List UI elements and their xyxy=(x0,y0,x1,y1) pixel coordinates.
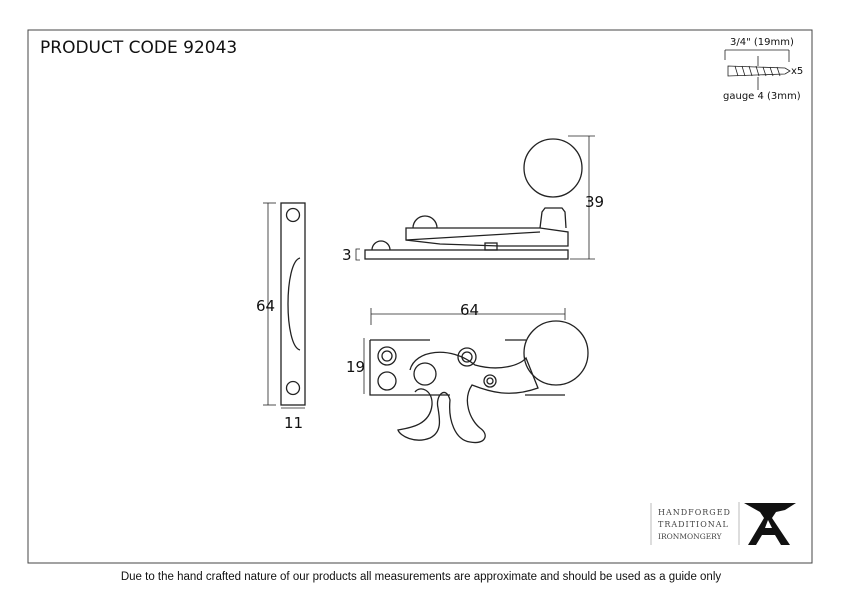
screw-gauge-label: gauge 4 (3mm) xyxy=(723,91,801,102)
side-plate-dimension: 3 xyxy=(342,246,352,264)
screw-icon xyxy=(724,49,791,90)
anvil-logo xyxy=(650,502,796,545)
footer-disclaimer: Due to the hand crafted nature of our pr… xyxy=(120,571,722,583)
side-view xyxy=(355,135,595,261)
page-title: PRODUCT CODE 92043 xyxy=(40,38,238,58)
screw-length-label: 3/4" (19mm) xyxy=(730,37,794,48)
front-width-dimension: 11 xyxy=(284,414,304,432)
front-height-dimension: 64 xyxy=(256,297,276,315)
top-view xyxy=(363,308,589,444)
front-view xyxy=(263,202,306,409)
top-width-dimension: 19 xyxy=(346,358,366,376)
screw-quantity-label: x5 xyxy=(791,66,804,77)
logo-line-1: HANDFORGED xyxy=(658,508,731,517)
logo-line-2: TRADITIONAL xyxy=(658,520,729,529)
drawing-border xyxy=(27,29,813,564)
side-height-dimension: 39 xyxy=(585,193,605,211)
top-length-dimension: 64 xyxy=(460,301,480,319)
logo-line-3: IRONMONGERY xyxy=(658,532,722,541)
